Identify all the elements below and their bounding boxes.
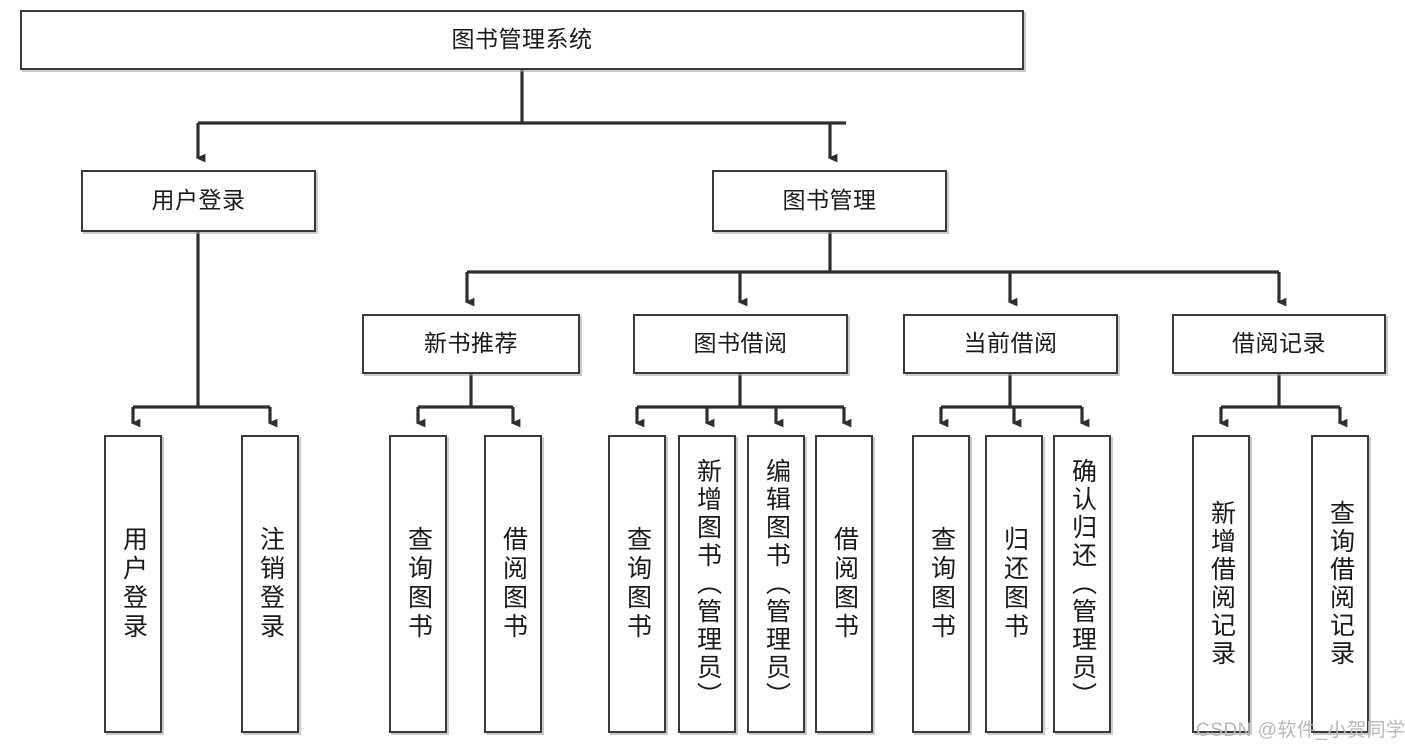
node-leaf-query-book-1[interactable]: 查询图书 — [389, 435, 447, 733]
node-borrow-record-label: 借阅记录 — [1232, 330, 1326, 357]
node-leaf-add-book[interactable]: 新增图书（管理员） — [678, 435, 736, 733]
node-new-book-recommend-label: 新书推荐 — [424, 330, 518, 357]
node-root-label: 图书管理系统 — [451, 26, 593, 53]
node-current-borrow-label: 当前借阅 — [963, 330, 1058, 357]
node-leaf-logout-login-label: 注销登录 — [256, 526, 285, 642]
node-leaf-query-book-2-label: 查询图书 — [623, 526, 652, 642]
node-leaf-user-login[interactable]: 用户登录 — [104, 435, 162, 733]
node-book-borrow-label: 图书借阅 — [693, 330, 788, 357]
node-leaf-query-record[interactable]: 查询借阅记录 — [1311, 435, 1369, 733]
node-leaf-query-book-1-label: 查询图书 — [404, 526, 433, 642]
node-current-borrow[interactable]: 当前借阅 — [903, 314, 1118, 374]
watermark: CSDN @软件_小贺同学 — [1196, 720, 1405, 741]
node-book-borrow[interactable]: 图书借阅 — [633, 314, 848, 374]
node-leaf-return-book-label: 归还图书 — [1000, 526, 1029, 642]
node-leaf-edit-book[interactable]: 编辑图书（管理员） — [747, 435, 805, 733]
node-leaf-confirm-return-label: 确认归还（管理员） — [1068, 458, 1097, 710]
node-leaf-return-book[interactable]: 归还图书 — [985, 435, 1043, 733]
node-borrow-record[interactable]: 借阅记录 — [1172, 314, 1386, 374]
node-leaf-add-book-label: 新增图书（管理员） — [693, 458, 722, 710]
node-leaf-user-login-label: 用户登录 — [119, 526, 148, 642]
node-leaf-query-book-2[interactable]: 查询图书 — [608, 435, 666, 733]
node-book-manage[interactable]: 图书管理 — [712, 170, 947, 232]
node-leaf-borrow-book-2[interactable]: 借阅图书 — [815, 435, 873, 733]
node-leaf-confirm-return[interactable]: 确认归还（管理员） — [1053, 435, 1111, 733]
node-leaf-add-record-label: 新增借阅记录 — [1207, 500, 1236, 668]
node-leaf-edit-book-label: 编辑图书（管理员） — [762, 458, 791, 710]
node-leaf-borrow-book-2-label: 借阅图书 — [830, 526, 859, 642]
node-root[interactable]: 图书管理系统 — [20, 10, 1024, 70]
node-book-manage-label: 图书管理 — [782, 187, 877, 214]
node-user-login[interactable]: 用户登录 — [81, 170, 316, 232]
node-leaf-query-record-label: 查询借阅记录 — [1326, 500, 1355, 668]
node-leaf-query-book-3-label: 查询图书 — [927, 526, 956, 642]
node-new-book-recommend[interactable]: 新书推荐 — [362, 314, 580, 374]
node-leaf-query-book-3[interactable]: 查询图书 — [912, 435, 970, 733]
node-user-login-label: 用户登录 — [151, 187, 246, 214]
node-leaf-add-record[interactable]: 新增借阅记录 — [1192, 435, 1250, 733]
node-leaf-borrow-book-1[interactable]: 借阅图书 — [484, 435, 542, 733]
node-leaf-borrow-book-1-label: 借阅图书 — [499, 526, 528, 642]
node-leaf-logout-login[interactable]: 注销登录 — [241, 435, 299, 733]
